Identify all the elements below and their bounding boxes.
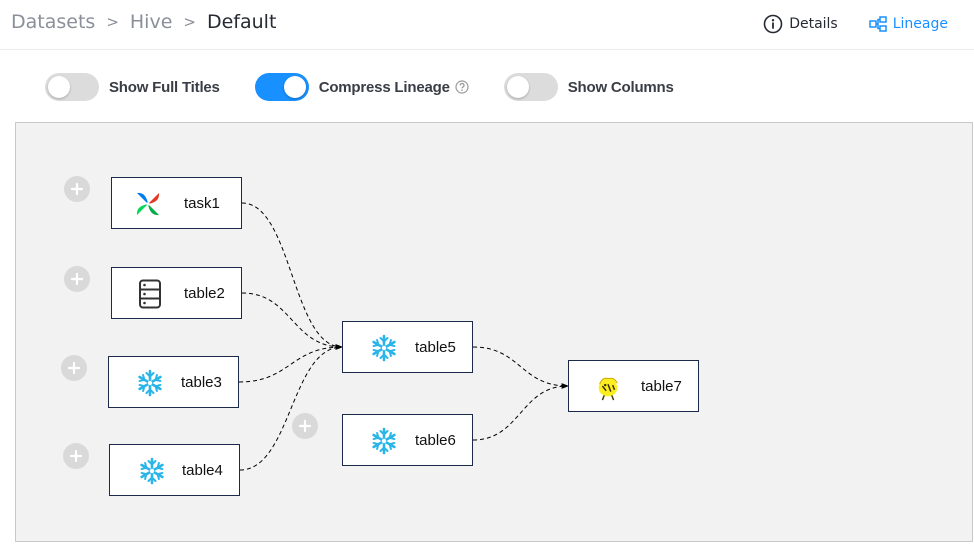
compress-lineage-switch[interactable] [254,73,309,101]
toggle-show-full-titles: Show Full Titles [45,73,220,101]
show-full-titles-switch[interactable] [45,73,99,101]
plus-icon [70,182,84,196]
lineage-icon [868,16,887,32]
view-tabs: Details Lineage [763,14,948,34]
breadcrumb: Datasets > Hive > Default [11,8,276,36]
switch-knob [506,76,529,98]
tab-lineage[interactable]: Lineage [868,16,948,32]
snowflake-icon [370,334,398,362]
header-divider [0,49,974,50]
lineage-node-table7[interactable]: table7 [568,360,699,412]
expand-upstream-button[interactable] [292,413,318,439]
database-server-icon [136,279,164,309]
lineage-node-label: task1 [184,195,220,212]
info-circle-icon [763,14,783,34]
compress-lineage-label: Compress Lineage [318,78,450,96]
lineage-canvas[interactable]: task1 table2 table3 table4 table5 table6 table… [15,122,973,542]
lineage-node-table4[interactable]: table4 [109,444,240,496]
breadcrumb-separator: > [106,13,119,31]
breadcrumb-separator: > [183,13,196,31]
tab-lineage-label: Lineage [892,16,948,32]
plus-icon [69,449,83,463]
expand-upstream-button[interactable] [64,266,90,292]
snowflake-icon [136,369,164,397]
lineage-edge-task1-table5 [241,202,343,350]
lineage-edge-table5-table7 [472,346,569,389]
plus-icon [70,272,84,286]
lineage-node-label: table3 [181,374,222,391]
lineage-node-label: table2 [184,285,225,302]
toggle-show-columns: Show Columns [503,73,674,101]
hive-bee-icon [594,373,622,401]
show-columns-switch[interactable] [503,73,558,101]
lineage-edge-table4-table5 [239,344,343,471]
lineage-edge-table3-table5 [238,344,343,383]
lineage-node-table5[interactable]: table5 [342,321,473,373]
expand-upstream-button[interactable] [64,176,90,202]
expand-upstream-button[interactable] [61,355,87,381]
breadcrumb-datasets[interactable]: Datasets [11,11,96,33]
lineage-node-label: table7 [641,378,682,395]
tab-details-label: Details [789,16,838,32]
airflow-pinwheel-icon [134,190,162,218]
lineage-edge-table2-table5 [241,292,343,350]
show-full-titles-label: Show Full Titles [109,78,220,96]
lineage-options: Show Full Titles Compress Lineage Show C… [45,73,709,101]
lineage-node-table2[interactable]: table2 [111,267,242,319]
switch-knob [48,76,70,98]
switch-knob [283,76,306,98]
lineage-node-label: table5 [415,339,456,356]
lineage-node-task1[interactable]: task1 [111,177,242,229]
lineage-node-table6[interactable]: table6 [342,414,473,466]
breadcrumb-default: Default [206,11,277,33]
lineage-edges [238,202,569,471]
plus-icon [67,361,81,375]
plus-icon [298,419,312,433]
tab-details[interactable]: Details [763,14,838,34]
lineage-edge-table6-table7 [472,383,569,441]
question-circle-icon[interactable] [455,80,469,94]
lineage-node-label: table4 [182,462,223,479]
lineage-node-label: table6 [415,432,456,449]
snowflake-icon [138,457,166,485]
show-columns-label: Show Columns [567,78,674,96]
lineage-node-table3[interactable]: table3 [108,356,239,408]
breadcrumb-hive[interactable]: Hive [129,11,173,33]
snowflake-icon [370,427,398,455]
expand-upstream-button[interactable] [63,443,89,469]
toggle-compress-lineage: Compress Lineage [254,73,469,101]
